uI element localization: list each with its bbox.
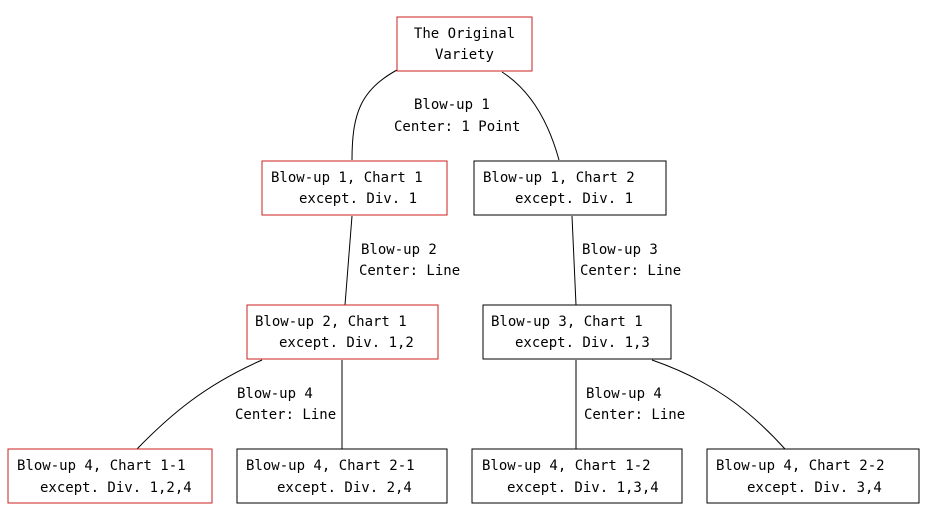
node-label-line2: Variety [435, 47, 494, 63]
edge-chart-2-to-chart-3-1 [571, 215, 577, 306]
node-box [482, 304, 672, 360]
edge-label-line2: Center: 1 Point [394, 119, 520, 135]
edge-label-line1: Blow-up 4 [586, 386, 662, 402]
node-box [706, 448, 920, 504]
node-label-line2: except. Div. 1,3,4 [507, 480, 659, 496]
edges [136, 69, 786, 450]
node-label-line1: Blow-up 2, Chart 1 [255, 314, 407, 330]
node-label-line1: Blow-up 3, Chart 1 [491, 314, 643, 330]
node-box [7, 448, 213, 504]
node-blowup2-chart1: Blow-up 2, Chart 1 except. Div. 1,2 [246, 304, 439, 360]
edge-label-blowup-4-left: Blow-up 4 Center: Line [235, 386, 336, 423]
edge-chart-2-1-to-chart-1-1 [136, 359, 263, 450]
edge-chart-3-1-to-chart-2-2 [651, 359, 786, 450]
node-label-line2: except. Div. 1,2 [279, 335, 414, 351]
edge-label-blowup-4-right: Blow-up 4 Center: Line [584, 386, 685, 423]
node-box [396, 16, 533, 72]
node-blowup4-chart2-2: Blow-up 4, Chart 2-2 except. Div. 3,4 [706, 448, 920, 504]
edge-label-line2: Center: Line [584, 407, 685, 423]
node-label-line1: Blow-up 4, Chart 2-1 [246, 458, 415, 474]
node-box [236, 448, 448, 504]
node-label-line1: Blow-up 4, Chart 1-1 [17, 458, 186, 474]
edge-root-to-chart-2 [501, 71, 560, 161]
edge-label-line1: Blow-up 4 [237, 386, 313, 402]
edge-label-line2: Center: Line [580, 263, 681, 279]
edge-label-line2: Center: Line [235, 407, 336, 423]
node-original-variety: The Original Variety [396, 16, 533, 72]
edge-label-blowup-3: Blow-up 3 Center: Line [580, 242, 681, 279]
edge-label-line1: Blow-up 1 [414, 97, 490, 113]
node-label-line2: except. Div. 1 [299, 191, 417, 207]
node-blowup1-chart2: Blow-up 1, Chart 2 except. Div. 1 [473, 160, 667, 216]
node-label-line1: Blow-up 1, Chart 2 [483, 170, 635, 186]
node-label-line1: Blow-up 1, Chart 1 [271, 170, 423, 186]
node-label-line1: Blow-up 4, Chart 1-2 [482, 458, 651, 474]
node-box [261, 160, 448, 216]
edge-label-line1: Blow-up 3 [582, 242, 658, 258]
node-label-line2: except. Div. 1,3 [515, 335, 650, 351]
node-label-line2: except. Div. 1,2,4 [40, 480, 192, 496]
edge-root-to-chart-1 [351, 69, 398, 161]
edge-label-line1: Blow-up 2 [361, 242, 437, 258]
node-label-line2: except. Div. 1 [515, 191, 633, 207]
node-box [246, 304, 439, 360]
node-box [473, 160, 667, 216]
edge-label-line2: Center: Line [359, 263, 460, 279]
edge-chart-1-to-chart-2-1 [344, 215, 353, 306]
node-blowup4-chart1-1: Blow-up 4, Chart 1-1 except. Div. 1,2,4 [7, 448, 213, 504]
node-label-line2: except. Div. 2,4 [277, 480, 412, 496]
node-blowup4-chart2-1: Blow-up 4, Chart 2-1 except. Div. 2,4 [236, 448, 448, 504]
node-box [471, 448, 683, 504]
node-label-line2: except. Div. 3,4 [747, 480, 882, 496]
edge-label-blowup-2: Blow-up 2 Center: Line [359, 242, 460, 279]
edge-label-blowup-1: Blow-up 1 Center: 1 Point [394, 97, 520, 135]
node-blowup3-chart1: Blow-up 3, Chart 1 except. Div. 1,3 [482, 304, 672, 360]
node-label-line1: Blow-up 4, Chart 2-2 [716, 458, 885, 474]
node-blowup4-chart1-2: Blow-up 4, Chart 1-2 except. Div. 1,3,4 [471, 448, 683, 504]
node-blowup1-chart1: Blow-up 1, Chart 1 except. Div. 1 [261, 160, 448, 216]
node-label-line1: The Original [414, 26, 515, 42]
